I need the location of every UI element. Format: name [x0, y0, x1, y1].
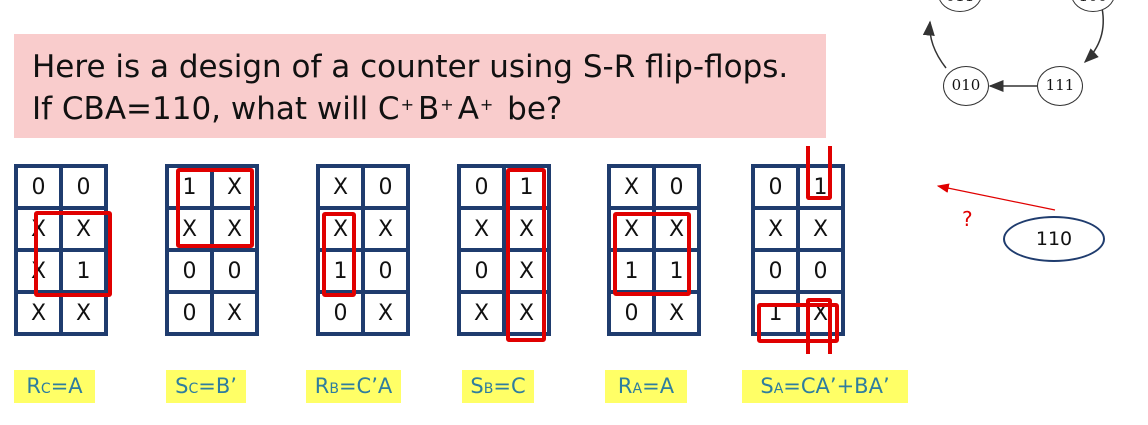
label-sc: SC=B’: [166, 370, 246, 403]
kmap-cell: 1: [798, 166, 843, 208]
state-011: 011: [938, 0, 982, 12]
kmap-cell: X: [459, 292, 504, 334]
state-010: 010: [943, 66, 989, 106]
kmap-cell: X: [609, 166, 654, 208]
kmap-cell: X: [459, 208, 504, 250]
kmap-cell: X: [798, 208, 843, 250]
kmap-cell: X: [61, 292, 106, 334]
kmap-cell: X: [167, 208, 212, 250]
kmap-cell: 0: [654, 166, 699, 208]
label-ra: RA=A: [605, 370, 687, 403]
state-111: 111: [1037, 66, 1083, 106]
kmap-cell: X: [61, 208, 106, 250]
state-100: 100: [1071, 0, 1115, 12]
kmap-cell: 1: [654, 250, 699, 292]
question-line-1: Here is a design of a counter using S-R …: [32, 49, 789, 85]
kmap-rb-loop: [322, 212, 356, 297]
kmap-cell: 0: [167, 292, 212, 334]
arrow-010-to-011: [922, 20, 947, 69]
kmap-cell: 0: [167, 250, 212, 292]
kmap-cell: X: [363, 292, 408, 334]
kmap-cell: 0: [459, 250, 504, 292]
kmap-cell: X: [654, 292, 699, 334]
kmap-cell: X: [212, 166, 257, 208]
kmap-cell: X: [16, 292, 61, 334]
label-rc: RC=A: [14, 370, 95, 403]
kmap-sa-loop-bottom-wrap: [806, 298, 832, 354]
kmap-cell: 0: [753, 166, 798, 208]
question-line-2: If CBA=110, what will C+B+A+ be?: [32, 91, 563, 127]
kmap-rc-loop: [34, 211, 112, 297]
kmap-cell: 0: [609, 292, 654, 334]
kmap-cell: 0: [16, 166, 61, 208]
kmap-cell: 0: [363, 166, 408, 208]
kmap-sa-loop-bottom-left: [757, 303, 839, 343]
query-mark: ?: [962, 207, 973, 231]
kmap-cell: 0: [459, 166, 504, 208]
state-110-ellipse: 110: [1003, 216, 1105, 262]
kmap-cell: X: [212, 208, 257, 250]
kmap-cell: 0: [363, 250, 408, 292]
question-box: Here is a design of a counter using S-R …: [14, 34, 826, 138]
kmap-ra-loop: [613, 212, 691, 296]
kmap-cell: 0: [61, 166, 106, 208]
kmap-cell: 0: [753, 250, 798, 292]
label-sb: SB=C: [462, 370, 534, 403]
kmap-cell: X: [504, 250, 549, 292]
kmap-sc-loop: [176, 168, 254, 248]
kmap-cell: 1: [504, 166, 549, 208]
kmap-cell: 0: [798, 250, 843, 292]
kmap-cell: X: [318, 166, 363, 208]
label-rb: RB=C’A: [306, 370, 401, 403]
kmap-cell: 1: [61, 250, 106, 292]
kmap-cell: X: [16, 208, 61, 250]
kmap-cell: X: [753, 208, 798, 250]
kmap-cell: X: [504, 208, 549, 250]
arrow-110-query: [936, 183, 1056, 211]
kmap-cell: 0: [318, 292, 363, 334]
arrow-100-to-111: [1083, 7, 1104, 64]
kmap-cell: X: [504, 292, 549, 334]
label-sa: SA=CA’+BA’: [742, 370, 908, 403]
kmap-cell: 0: [212, 250, 257, 292]
kmap-cell: X: [212, 292, 257, 334]
kmap-sb-loop: [506, 168, 546, 342]
kmap-sa-loop-top: [806, 146, 832, 200]
kmap-cell: 1: [167, 166, 212, 208]
kmap-cell: X: [363, 208, 408, 250]
